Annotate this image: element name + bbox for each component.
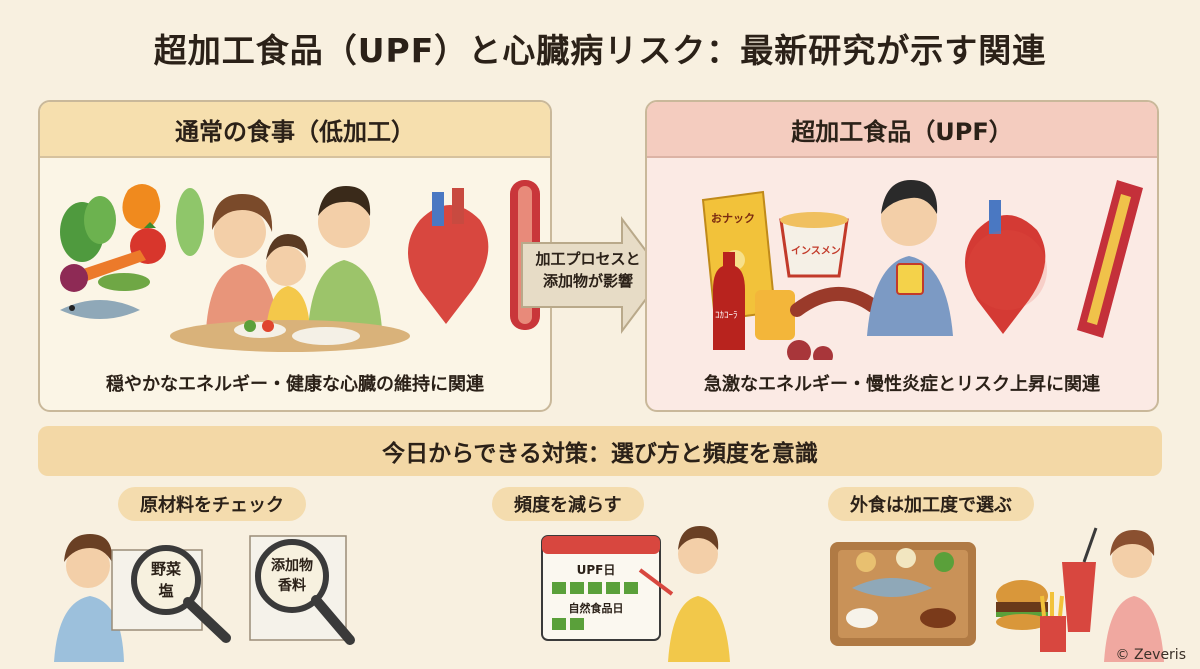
boy-writing-figure [638,526,730,662]
upf-eating-illustration: おナック インスメン ｺｶｺｰﾗ [701,180,1143,360]
calendar-icon: UPF日 自然食品日 [541,535,661,641]
reduce-frequency-illustration: UPF日 自然食品日 [541,526,730,662]
healthy-heart-icon [408,188,489,324]
fries-icon [1040,592,1066,652]
process-additive-label: 加工プロセスと 添加物が影響 [535,250,641,290]
svg-text:野菜: 野菜 [151,560,181,578]
arrow-right-icon [521,216,666,334]
vegetables-icon [60,184,204,319]
normal-diet-caption: 穏やかなエネルギー・健康な心臓の維持に関連 [106,374,484,395]
svg-text:ｺｶｺｰﾗ: ｺｶｺｰﾗ [715,310,738,321]
svg-text:香料: 香料 [277,577,306,594]
woman-with-magnifier-figure [54,534,124,662]
child-figure [266,234,310,330]
stressed-man-figure [867,180,953,336]
japanese-meal-tray-icon [830,542,976,646]
action-banner: 今日からできる対策：選び方と頻度を意識 [38,426,1162,476]
upf-heading: 超加工食品（UPF） [647,102,1157,158]
svg-text:自然食品日: 自然食品日 [569,601,624,615]
mother-figure [206,194,278,330]
eat-out-choice-label: 外食は加工度で選ぶ [828,487,1034,521]
svg-text:インスメン: インスメン [791,245,841,257]
magnifier-additive-flavoring-icon: 添加物 香料 [249,535,355,645]
inflamed-heart-icon [965,200,1047,334]
upf-panel: 超加工食品（UPF） おナック インスメン ｺｶｺｰﾗ [645,100,1159,412]
page-title: 超加工食品（UPF）と心臓病リスク：最新研究が示す関連 [153,31,1047,70]
burger-icon [996,580,1048,630]
normal-diet-heading: 通常の食事（低加工） [40,102,550,158]
magnifier-vegetable-salt-icon: 野菜 塩 [111,545,231,643]
svg-text:塩: 塩 [158,582,173,600]
normal-diet-panel: 通常の食事（低加工） [38,100,552,412]
check-ingredients-label: 原材料をチェック [118,487,306,521]
svg-text:添加物: 添加物 [271,557,313,574]
reduce-frequency-label: 頻度を減らす [492,487,644,521]
woman-eating-figure [1104,530,1164,662]
healthy-family-illustration [60,180,540,352]
copyright-label: © Zeveris [1115,647,1187,663]
check-ingredients-illustration: 野菜 塩 添加物 香料 [54,534,355,662]
soda-cup-icon [1062,527,1098,632]
svg-text:UPF日: UPF日 [577,563,616,577]
upf-caption: 急激なエネルギー・慢性炎症とリスク上昇に関連 [704,374,1100,395]
eat-out-illustration [830,527,1164,662]
cola-bottle-icon: ｺｶｺｰﾗ [713,252,745,350]
svg-text:おナック: おナック [711,212,755,225]
instant-noodle-cup-icon: インスメン [779,212,849,278]
father-figure [308,186,382,330]
clogged-artery-icon [1077,180,1143,338]
